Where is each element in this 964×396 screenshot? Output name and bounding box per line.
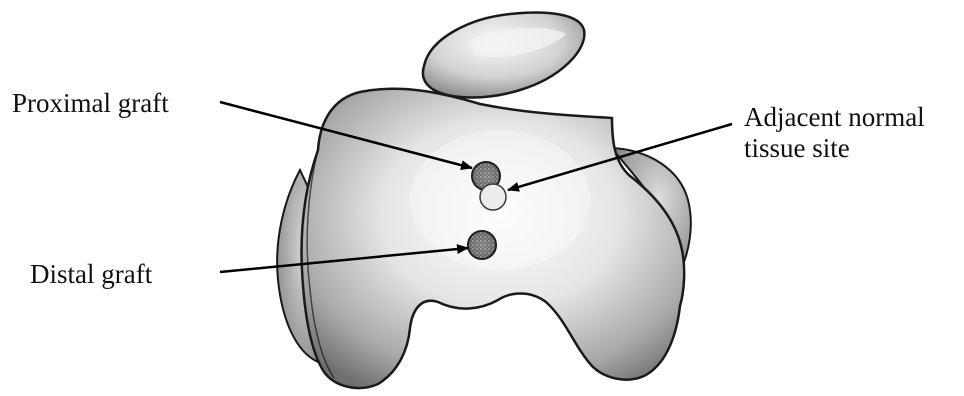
adjacent-normal-label-line2: tissue site xyxy=(744,133,925,164)
adjacent-normal-site-marker xyxy=(480,184,506,210)
proximal-graft-label: Proximal graft xyxy=(12,88,169,119)
distal-graft-label: Distal graft xyxy=(30,259,152,290)
distal-graft-marker xyxy=(468,231,496,259)
patella xyxy=(423,13,584,98)
adjacent-normal-label: Adjacent normal tissue site xyxy=(744,102,925,164)
adjacent-normal-label-line1: Adjacent normal xyxy=(744,102,925,133)
